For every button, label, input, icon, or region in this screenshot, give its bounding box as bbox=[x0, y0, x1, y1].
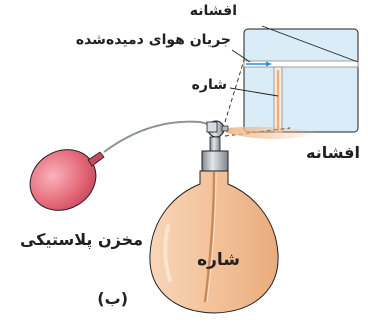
label-part-letter: (ب) bbox=[97, 291, 128, 307]
magnified-inset bbox=[244, 29, 358, 132]
label-nozzle-top: افشانه bbox=[190, 4, 237, 18]
label-blown-air-stream: جریان هوای دمیده‌شده bbox=[76, 33, 231, 47]
label-plastic-bulb: مخزن پلاستیکی bbox=[20, 232, 143, 248]
perfume-bottle bbox=[150, 171, 278, 313]
label-fluid-inset: شاره bbox=[192, 78, 227, 92]
label-fluid-bottle: شاره bbox=[197, 252, 240, 269]
label-spray-side: افشانه bbox=[306, 145, 360, 161]
atomizer-head bbox=[202, 121, 228, 171]
